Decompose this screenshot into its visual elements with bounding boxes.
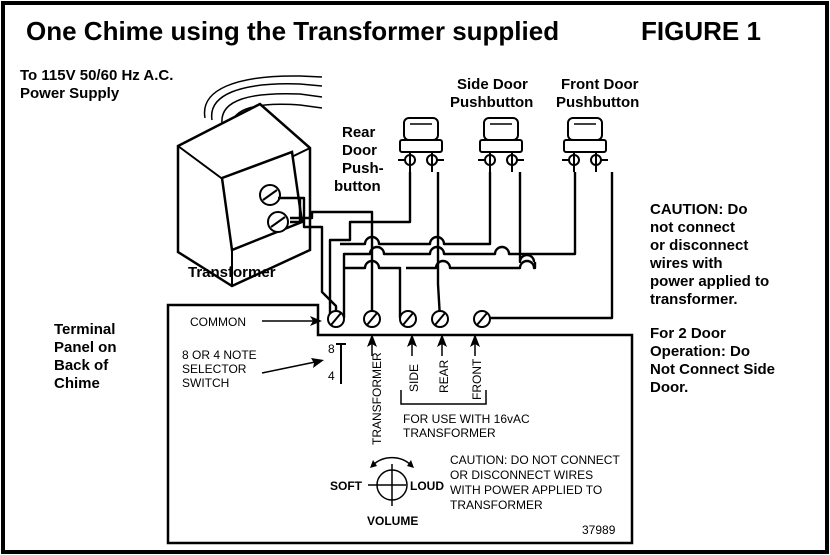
svg-text:wires with: wires with — [649, 255, 723, 272]
svg-text:Front Door: Front Door — [561, 76, 639, 93]
terminal-common[interactable] — [327, 310, 345, 328]
svg-text:Push-: Push- — [342, 160, 384, 177]
common-arrow — [262, 316, 322, 326]
svg-text:CAUTION: DO NOT CONNECT: CAUTION: DO NOT CONNECT — [450, 453, 620, 467]
rear-door-label: Rear Door Push- button — [334, 124, 384, 195]
transformer-icon — [176, 75, 323, 288]
selector-label: 8 OR 4 NOTE SELECTOR SWITCH — [182, 348, 257, 390]
terminal-arrow-side — [407, 334, 417, 356]
svg-text:Operation: Do: Operation: Do — [650, 343, 750, 360]
caution-panel: CAUTION: DO NOT CONNECT OR DISCONNECT WI… — [450, 453, 620, 512]
svg-text:not connect: not connect — [650, 219, 735, 236]
terminal-bracket — [400, 390, 487, 405]
terminal-label-front: FRONT — [470, 358, 484, 400]
transformer-label: Transformer — [188, 264, 276, 281]
volume-label: VOLUME — [367, 514, 418, 528]
wiring — [278, 172, 614, 320]
svg-text:To 115V 50/60 Hz A.C.: To 115V 50/60 Hz A.C. — [20, 67, 173, 84]
side-door-pushbutton-icon — [478, 117, 524, 172]
figure-label: FIGURE 1 — [641, 16, 761, 46]
terminal-front[interactable] — [473, 310, 491, 328]
svg-text:Terminal: Terminal — [54, 321, 115, 338]
terminal-rear[interactable] — [431, 310, 449, 328]
front-door-label: Front Door Pushbutton — [556, 76, 639, 111]
svg-text:FOR USE WITH 16vAC: FOR USE WITH 16vAC — [403, 412, 530, 426]
svg-text:Side Door: Side Door — [457, 76, 528, 93]
chime-terminal-panel — [166, 303, 634, 545]
svg-text:8 OR 4 NOTE: 8 OR 4 NOTE — [182, 348, 257, 362]
front-door-pushbutton-icon — [562, 117, 608, 172]
caution-right: CAUTION: Do not connect or disconnect wi… — [649, 201, 769, 308]
power-supply-label: To 115V 50/60 Hz A.C. Power Supply — [20, 67, 173, 102]
svg-text:Power Supply: Power Supply — [20, 85, 120, 102]
figure-title: One Chime using the Transformer supplied — [26, 16, 559, 46]
svg-text:CAUTION: Do: CAUTION: Do — [650, 201, 748, 218]
svg-text:TRANSFORMER: TRANSFORMER — [450, 498, 543, 512]
selector-switch[interactable]: 8 4 — [328, 342, 346, 384]
volume-loud: LOUD — [410, 479, 444, 493]
svg-text:8: 8 — [328, 342, 335, 356]
svg-text:SELECTOR: SELECTOR — [182, 362, 247, 376]
rear-door-pushbutton-icon — [398, 117, 444, 172]
for-use-note: FOR USE WITH 16vAC TRANSFORMER — [403, 412, 530, 440]
svg-text:Not Connect Side: Not Connect Side — [650, 361, 775, 378]
svg-text:Back of: Back of — [54, 357, 109, 374]
common-label: COMMON — [190, 315, 246, 329]
svg-text:TRANSFORMER: TRANSFORMER — [403, 426, 496, 440]
terminal-label-side: SIDE — [407, 364, 421, 392]
svg-text:For 2 Door: For 2 Door — [650, 325, 726, 342]
two-door-note: For 2 Door Operation: Do Not Connect Sid… — [650, 325, 775, 396]
svg-text:Pushbutton: Pushbutton — [556, 94, 639, 111]
svg-text:button: button — [334, 178, 381, 195]
svg-text:Chime: Chime — [54, 375, 100, 392]
terminal-panel-label: Terminal Panel on Back of Chime — [54, 321, 117, 392]
terminal-arrow-rear — [437, 334, 447, 356]
terminal-transformer[interactable] — [363, 310, 381, 328]
selector-arrow — [261, 358, 324, 374]
svg-text:Rear: Rear — [342, 124, 376, 141]
terminal-arrow-transformer — [367, 334, 377, 356]
svg-text:Door: Door — [342, 142, 377, 159]
svg-text:or disconnect: or disconnect — [650, 237, 748, 254]
svg-text:SWITCH: SWITCH — [182, 376, 229, 390]
svg-text:4: 4 — [328, 369, 335, 383]
svg-text:Pushbutton: Pushbutton — [450, 94, 533, 111]
volume-soft: SOFT — [330, 479, 363, 493]
svg-text:Door.: Door. — [650, 379, 688, 396]
svg-text:transformer.: transformer. — [650, 291, 738, 308]
svg-text:power applied to: power applied to — [650, 273, 769, 290]
volume-knob[interactable] — [368, 456, 414, 506]
terminal-label-transformer: TRANSFORMER — [370, 352, 384, 445]
side-door-label: Side Door Pushbutton — [450, 76, 533, 111]
terminal-label-rear: REAR — [437, 359, 451, 393]
terminal-arrow-front — [470, 334, 480, 356]
svg-text:Panel on: Panel on — [54, 339, 117, 356]
terminal-side[interactable] — [399, 310, 417, 328]
part-number: 37989 — [582, 523, 616, 537]
svg-text:OR DISCONNECT WIRES: OR DISCONNECT WIRES — [450, 468, 593, 482]
svg-text:WITH POWER APPLIED TO: WITH POWER APPLIED TO — [450, 483, 602, 497]
